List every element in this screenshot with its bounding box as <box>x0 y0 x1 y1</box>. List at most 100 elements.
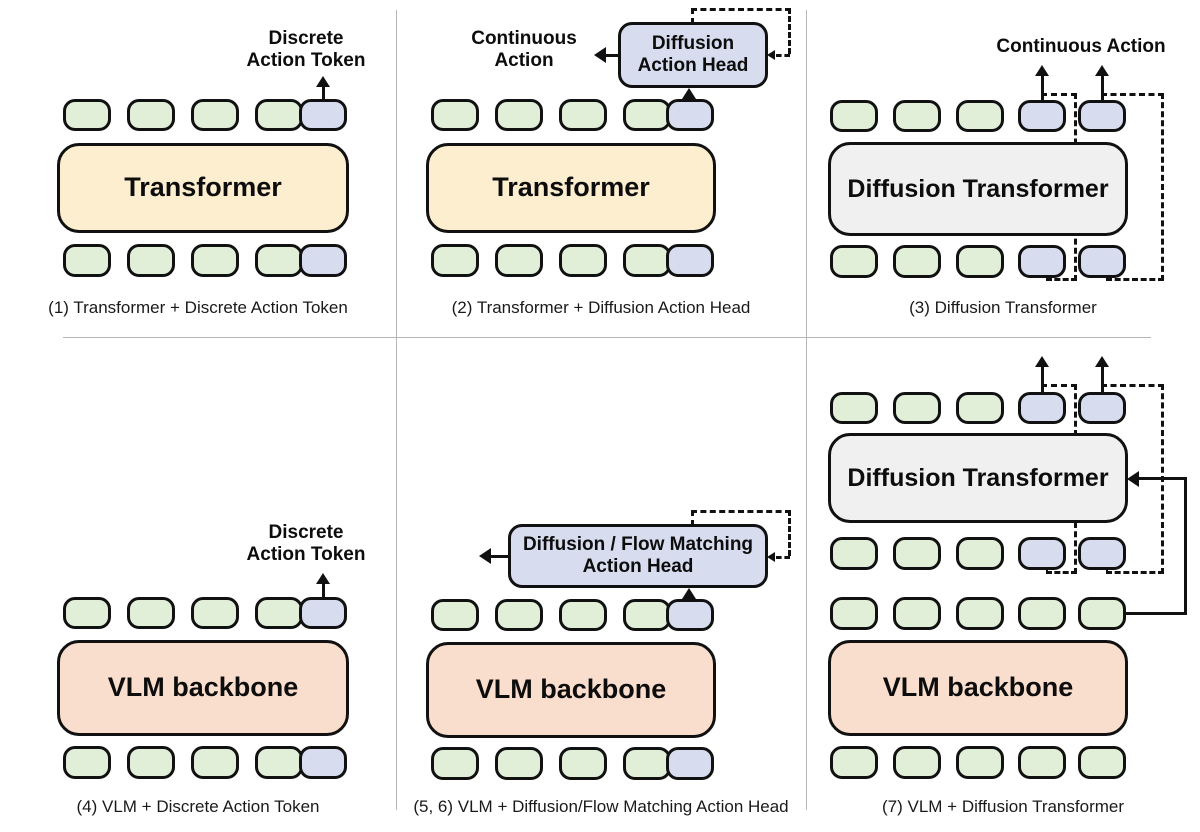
panel-1-top-token-2 <box>127 99 175 131</box>
panel-1: Discrete Action Token Transformer (1) Tr… <box>0 0 396 337</box>
panel-3-top-token-2 <box>893 100 941 132</box>
panel-3-output-arrow-2-head <box>1095 65 1109 76</box>
panel-3-caption: (3) Diffusion Transformer <box>909 298 1097 317</box>
panel-5-top-token-3 <box>559 599 607 631</box>
panel-7-diffusion-transformer: Diffusion Transformer <box>828 433 1128 523</box>
panel-5-loop-arrow-head <box>767 552 775 562</box>
panel-3-output-arrow-2-shaft <box>1101 74 1104 108</box>
panel-5: Diffusion / Flow Matching Action Head VL… <box>396 337 806 832</box>
panel-4-bottom-token-4 <box>255 746 303 779</box>
divider-vertical-right <box>806 10 807 810</box>
panel-7-vlm-bottom-token-2 <box>893 746 941 779</box>
panel-3-bottom-token-2 <box>893 245 941 278</box>
panel-3-top-token-1 <box>830 100 878 132</box>
panel-7-vlm-top-token-5 <box>1078 597 1126 630</box>
panel-4-caption: (4) VLM + Discrete Action Token <box>76 797 320 816</box>
panel-7-vlm-top-token-1 <box>830 597 878 630</box>
panel-5-loop-up-segment <box>691 510 694 526</box>
panel-4-top-token-4 <box>255 597 303 629</box>
panel-3-top-token-5-action <box>1078 100 1126 132</box>
panel-2-caption: (2) Transformer + Diffusion Action Head <box>451 298 751 317</box>
panel-5-diffusion-flow-action-head: Diffusion / Flow Matching Action Head <box>508 524 768 588</box>
panel-3-output-arrow-1-shaft <box>1041 74 1044 108</box>
panel-7-vlm-bottom-token-1 <box>830 746 878 779</box>
panel-7-cond-path-arrow-head <box>1127 471 1139 487</box>
panel-7-cond-path-horizontal-in <box>1138 477 1187 480</box>
panel-5-backbone-vlm: VLM backbone <box>426 642 716 738</box>
panel-4: Discrete Action Token VLM backbone (4) V… <box>0 337 396 832</box>
panel-7-dit-top-token-2 <box>893 392 941 424</box>
panel-5-head-label: Diffusion / Flow Matching Action Head <box>522 534 754 577</box>
panel-3-bottom-token-5-action <box>1078 245 1126 278</box>
panel-7-output-arrow-2-head <box>1095 356 1109 367</box>
panel-7-dit-top-token-1 <box>830 392 878 424</box>
panel-5-top-token-4 <box>623 599 671 631</box>
panel-7-backbone-label: VLM backbone <box>882 672 1074 703</box>
panel-7-dit-bottom-token-1 <box>830 537 878 570</box>
panel-3-bottom-token-3 <box>956 245 1004 278</box>
panel-7-dit-top-token-3 <box>956 392 1004 424</box>
panel-3-loop-outer-bottom <box>1106 278 1164 281</box>
panel-4-bottom-token-1 <box>63 746 111 779</box>
panel-5-output-arrow-shaft <box>491 555 510 558</box>
panel-1-bottom-token-2 <box>127 244 175 277</box>
panel-2: Continuous Action Diffusion Action Head … <box>396 0 806 337</box>
panel-1-top-token-5-action <box>299 99 347 131</box>
panel-2-bottom-token-3 <box>559 244 607 277</box>
panel-3-loop-inner-top <box>1041 93 1077 96</box>
panel-3-bottom-token-1 <box>830 245 878 278</box>
panel-7-dit-top-token-5-action <box>1078 392 1126 424</box>
panel-4-backbone-vlm: VLM backbone <box>57 640 349 736</box>
panel-4-bottom-token-5-action <box>299 746 347 779</box>
panel-7-dit-bottom-token-3 <box>956 537 1004 570</box>
panel-7-vlm-top-token-2 <box>893 597 941 630</box>
panel-1-bottom-token-3 <box>191 244 239 277</box>
panel-2-backbone-label: Transformer <box>492 172 650 203</box>
panel-1-backbone-transformer: Transformer <box>57 143 349 233</box>
panel-5-loop-right-segment <box>788 510 791 556</box>
panel-2-loop-top-segment <box>691 8 791 11</box>
panel-7-dit-bottom-token-5-action <box>1078 537 1126 570</box>
panel-2-top-token-5-action <box>666 99 714 131</box>
panel-1-bottom-token-4 <box>255 244 303 277</box>
panel-2-loop-arrow-head <box>767 50 775 60</box>
panel-7-dit-label: Diffusion Transformer <box>847 463 1109 492</box>
panel-4-top-token-1 <box>63 597 111 629</box>
panel-7-dit-bottom-token-2 <box>893 537 941 570</box>
panel-1-top-token-4 <box>255 99 303 131</box>
panel-1-caption: (1) Transformer + Discrete Action Token <box>48 298 348 317</box>
panel-2-bottom-token-4 <box>623 244 671 277</box>
panel-2-top-token-4 <box>623 99 671 131</box>
panel-4-bottom-token-2 <box>127 746 175 779</box>
panel-7-backbone-vlm: VLM backbone <box>828 640 1128 736</box>
panel-5-output-arrow-head <box>479 548 491 564</box>
panel-4-output-arrow-shaft <box>322 581 325 601</box>
panel-5-head-input-arrow <box>682 588 696 599</box>
panel-5-top-token-2 <box>495 599 543 631</box>
panel-5-bottom-token-2 <box>495 747 543 780</box>
panel-7-output-arrow-1-shaft <box>1041 365 1044 397</box>
panel-2-top-token-3 <box>559 99 607 131</box>
panel-4-output-label: Discrete Action Token <box>246 522 366 566</box>
panel-1-top-token-1 <box>63 99 111 131</box>
panel-5-bottom-token-3 <box>559 747 607 780</box>
panel-7-output-arrow-2-shaft <box>1101 365 1104 397</box>
panel-7-vlm-bottom-token-5 <box>1078 746 1126 779</box>
panel-5-loop-return-segment <box>776 556 790 559</box>
panel-2-bottom-token-1 <box>431 244 479 277</box>
panel-2-top-token-2 <box>495 99 543 131</box>
panel-1-bottom-token-5-action <box>299 244 347 277</box>
panel-2-loop-right-segment <box>788 8 791 54</box>
panel-2-output-label: Continuous Action <box>471 28 577 72</box>
panel-7-vlm-bottom-token-3 <box>956 746 1004 779</box>
panel-3-top-token-3 <box>956 100 1004 132</box>
panel-1-output-label: Discrete Action Token <box>246 28 366 72</box>
panel-3-loop-outer-right <box>1161 93 1164 281</box>
panel-7-dit-top-token-4-action <box>1018 392 1066 424</box>
divider-vertical-left <box>396 10 397 810</box>
panel-2-head-label: Diffusion Action Head <box>637 33 749 76</box>
panel-4-bottom-token-3 <box>191 746 239 779</box>
panel-5-caption: (5, 6) VLM + Diffusion/Flow Matching Act… <box>413 797 789 816</box>
panel-3: Continuous Action Diffusion Transformer <box>806 0 1200 337</box>
